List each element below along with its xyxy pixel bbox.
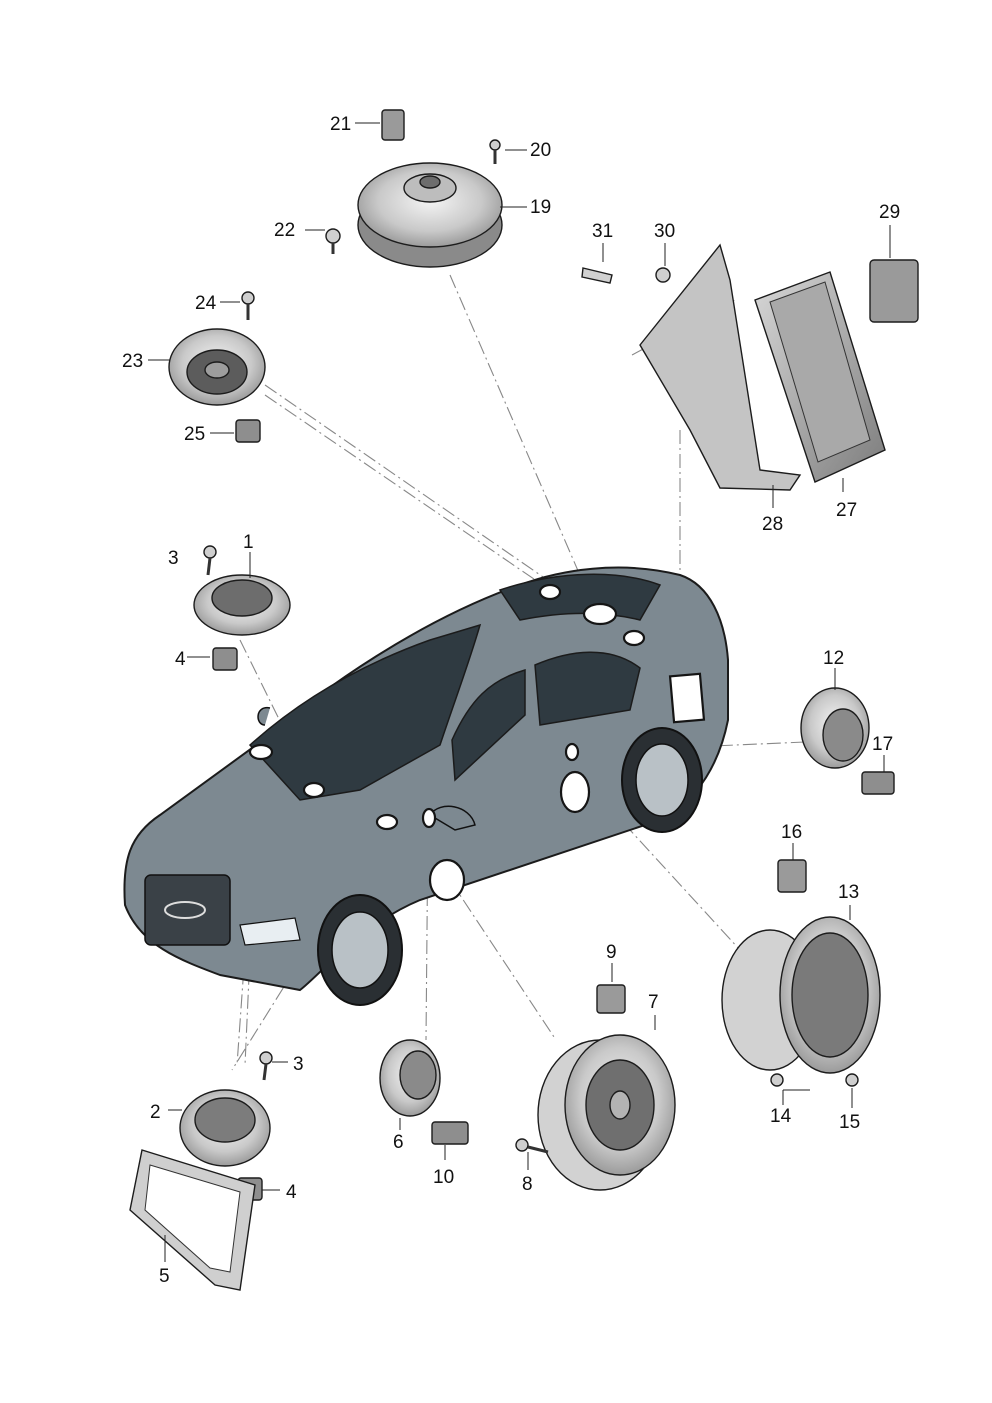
callout-20: 20 bbox=[530, 140, 551, 161]
callout-8: 8 bbox=[522, 1174, 533, 1195]
car-body bbox=[123, 566, 729, 1006]
callout-6: 6 bbox=[393, 1132, 404, 1153]
amplifier-part bbox=[581, 243, 919, 491]
leader-lines-13-16 bbox=[782, 843, 853, 1108]
door-tweeter-part bbox=[379, 1039, 469, 1145]
callout-16: 16 bbox=[781, 822, 802, 843]
callout-25: 25 bbox=[184, 424, 205, 445]
callout-22: 22 bbox=[274, 220, 295, 241]
rear-shelf-speaker-part bbox=[168, 291, 266, 443]
callout-30: 30 bbox=[654, 221, 675, 242]
callout-2: 2 bbox=[150, 1102, 161, 1123]
callout-29: 29 bbox=[879, 202, 900, 223]
leader-lines-23-25 bbox=[148, 301, 240, 434]
callout-5: 5 bbox=[159, 1266, 170, 1287]
callout-4-bottom: 4 bbox=[286, 1182, 297, 1203]
callout-labels: 1 3 4 2 3 4 5 6 7 8 9 10 12 13 14 15 16 … bbox=[122, 114, 900, 1287]
callout-24: 24 bbox=[195, 293, 217, 314]
front-door-woofer-part bbox=[515, 984, 676, 1191]
callout-12: 12 bbox=[823, 648, 844, 669]
leader-lines-2-5 bbox=[164, 1061, 288, 1262]
callout-27: 27 bbox=[836, 500, 857, 521]
leader-lines-12-17 bbox=[834, 668, 885, 772]
callout-4-top: 4 bbox=[175, 649, 186, 670]
callout-3-bottom: 3 bbox=[293, 1054, 304, 1075]
callout-14: 14 bbox=[770, 1106, 792, 1127]
callout-3-top: 3 bbox=[168, 548, 179, 569]
callout-19: 19 bbox=[530, 197, 551, 218]
callout-10: 10 bbox=[433, 1167, 454, 1188]
leader-lines-27-31 bbox=[602, 225, 891, 508]
callout-1: 1 bbox=[243, 532, 254, 553]
leader-lines-19-22 bbox=[305, 122, 527, 231]
leader-lines-1-4 bbox=[187, 552, 251, 658]
rear-door-woofer-part bbox=[721, 859, 881, 1087]
callout-21: 21 bbox=[330, 114, 351, 135]
roof-speaker-part bbox=[325, 109, 503, 268]
callout-13: 13 bbox=[838, 882, 859, 903]
callout-23: 23 bbox=[122, 351, 143, 372]
dash-speaker-part bbox=[129, 1051, 273, 1291]
callout-9: 9 bbox=[606, 942, 617, 963]
callout-28: 28 bbox=[762, 514, 783, 535]
callout-7: 7 bbox=[648, 992, 659, 1013]
callout-15: 15 bbox=[839, 1112, 860, 1133]
leader-lines-7-9 bbox=[527, 963, 656, 1170]
callout-17: 17 bbox=[872, 734, 893, 755]
leader-lines-6-10 bbox=[399, 1118, 446, 1160]
callout-31: 31 bbox=[592, 221, 613, 242]
speaker-position-markers bbox=[248, 583, 646, 902]
front-tweeter-part bbox=[193, 545, 291, 671]
rear-door-tweeter-part bbox=[800, 687, 895, 795]
